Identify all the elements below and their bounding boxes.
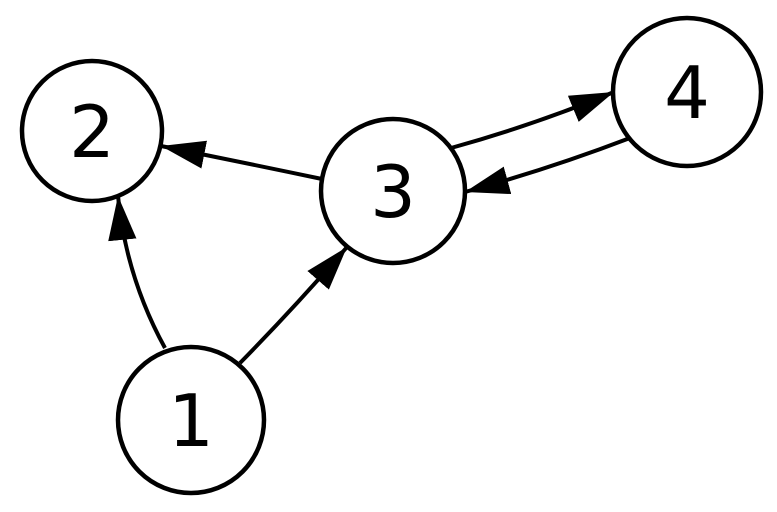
node-label-1: 1 — [168, 379, 214, 463]
graph-node-4: 4 — [610, 15, 764, 169]
graph-node-2: 2 — [19, 58, 165, 204]
node-label-3: 3 — [370, 150, 416, 234]
node-label-4: 4 — [664, 51, 710, 135]
graph-node-3: 3 — [318, 116, 468, 266]
node-circle-2 — [19, 58, 165, 204]
edge-4-to-3 — [464, 136, 631, 195]
node-circle-1 — [115, 344, 267, 496]
node-circle-4 — [610, 15, 764, 169]
edge-3-to-2 — [160, 140, 323, 181]
graph-node-1: 1 — [115, 344, 267, 496]
edge-3-to-4 — [450, 90, 615, 150]
node-circle-3 — [318, 116, 468, 266]
node-label-2: 2 — [69, 90, 115, 174]
edge-1-to-3 — [238, 245, 349, 365]
edge-1-to-2 — [108, 195, 167, 349]
